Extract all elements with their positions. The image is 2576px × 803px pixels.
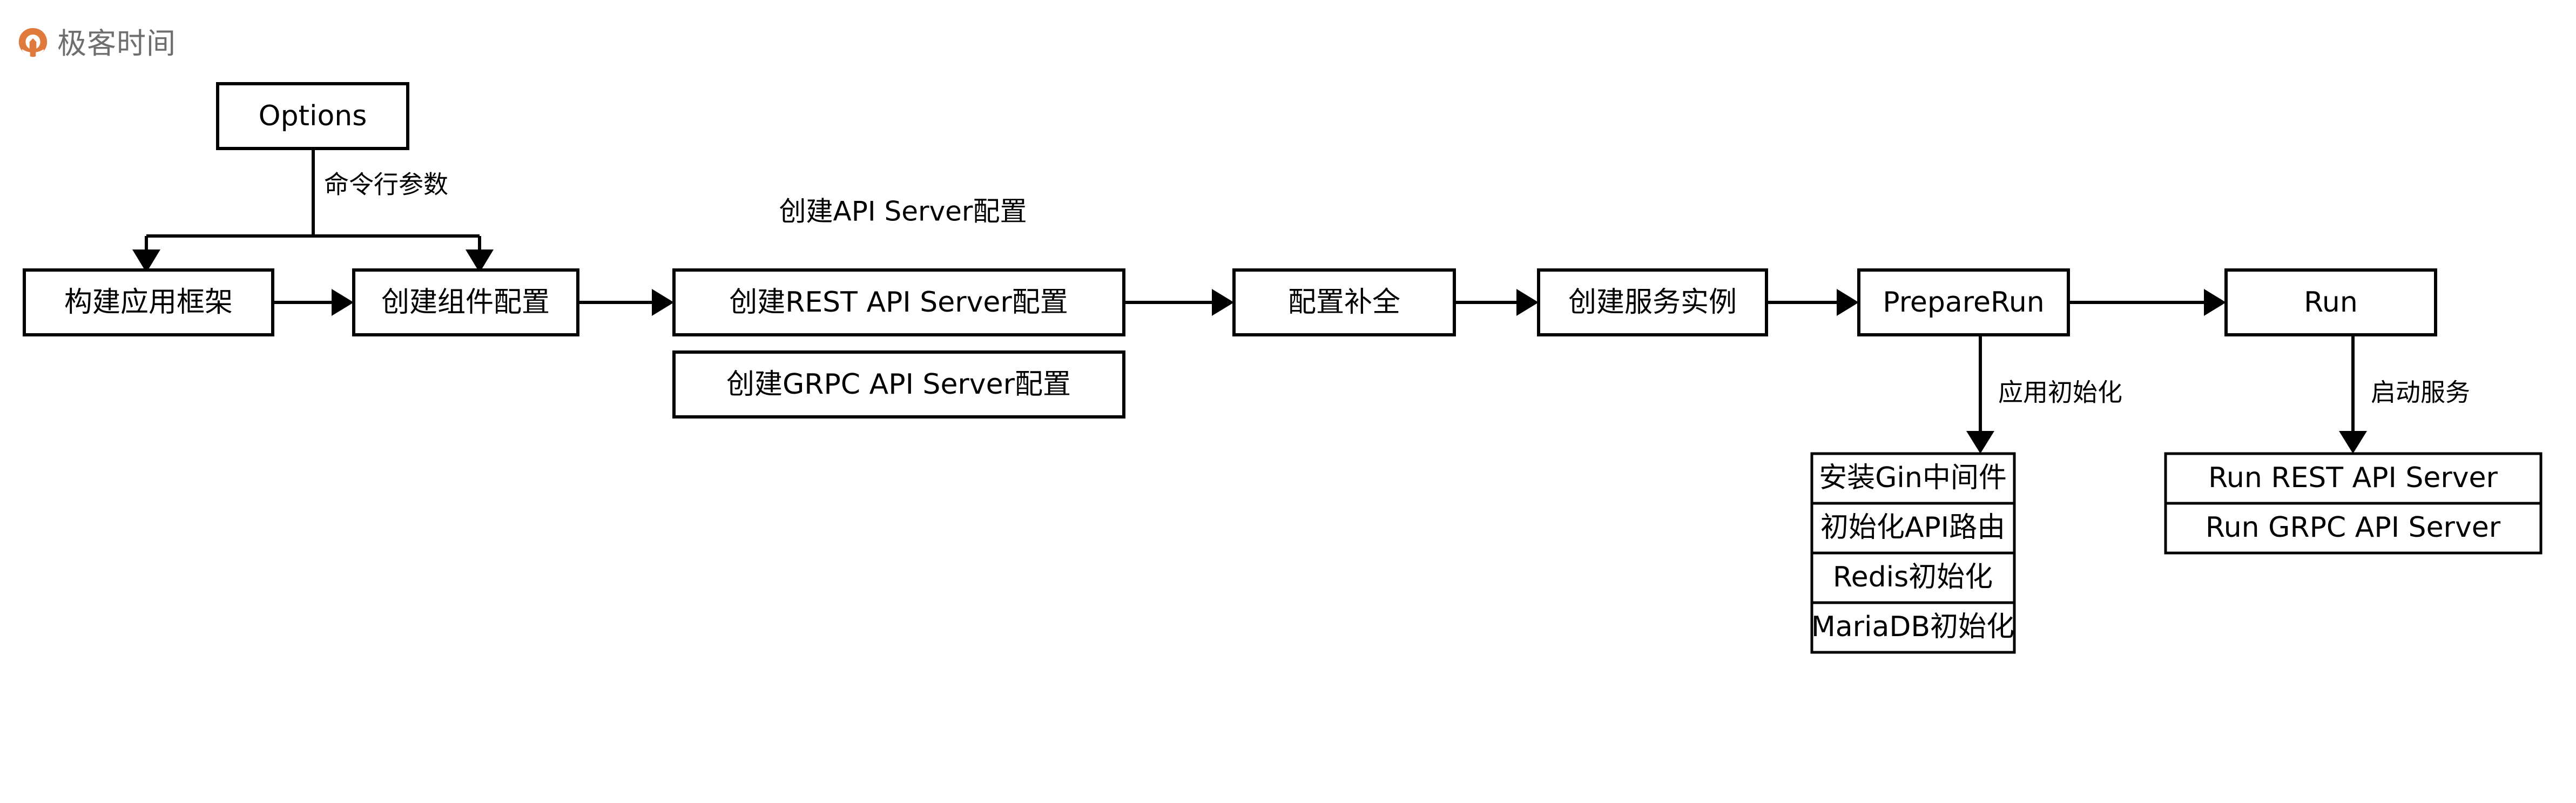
node-options[interactable]: Options (216, 82, 409, 150)
arrowhead-to-build-app-framework (132, 249, 160, 273)
node-install-gin-middleware-label: 安装Gin中间件 (1819, 462, 2007, 494)
edge-label-app-initialization: 应用初始化 (1998, 378, 2122, 407)
node-create-grpc-api-server-config[interactable]: 创建GRPC API Server配置 (672, 350, 1125, 419)
node-redis-init[interactable]: Redis初始化 (1810, 551, 2016, 604)
node-init-api-router[interactable]: 初始化API路由 (1810, 502, 2016, 555)
node-create-service-instance[interactable]: 创建服务实例 (1537, 268, 1768, 336)
geekbang-circle-arrow-icon (18, 28, 48, 57)
edge-label-command-line-args: 命令行参数 (324, 170, 448, 199)
brand-name: 极客时间 (57, 26, 176, 60)
edge-component-to-rest (578, 289, 674, 316)
node-create-component-config-label: 创建组件配置 (381, 286, 550, 319)
node-config-complete-label: 配置补全 (1288, 286, 1400, 319)
node-mariadb-init-label: MariaDB初始化 (1811, 611, 2014, 643)
node-prepare-run-label: PrepareRun (1883, 286, 2044, 319)
node-install-gin-middleware[interactable]: 安装Gin中间件 (1810, 452, 2016, 505)
edge-config-complete-to-service-instance (1454, 289, 1539, 316)
node-create-rest-api-server-config-label: 创建REST API Server配置 (729, 286, 1068, 319)
edge-options-to-branch (132, 149, 494, 273)
arrowhead-to-create-component-config (466, 249, 494, 273)
edge-label-start-service: 启动服务 (2371, 378, 2470, 407)
node-run-rest-api-server[interactable]: Run REST API Server (2164, 452, 2543, 505)
node-prepare-run[interactable]: PrepareRun (1857, 268, 2070, 336)
node-init-api-router-label: 初始化API路由 (1820, 511, 2005, 544)
edge-run-to-substeps (2339, 335, 2367, 454)
group-label-api-server-config: 创建API Server配置 (779, 196, 1027, 227)
node-create-rest-api-server-config[interactable]: 创建REST API Server配置 (672, 268, 1125, 336)
node-mariadb-init[interactable]: MariaDB初始化 (1810, 601, 2016, 654)
node-run-label: Run (2304, 286, 2358, 319)
edge-service-instance-to-prepare-run (1766, 289, 1859, 316)
edge-rest-to-config-complete (1124, 289, 1234, 316)
node-redis-init-label: Redis初始化 (1833, 561, 1993, 593)
node-build-app-framework-label: 构建应用框架 (64, 286, 233, 319)
node-build-app-framework[interactable]: 构建应用框架 (23, 268, 274, 336)
node-config-complete[interactable]: 配置补全 (1232, 268, 1456, 336)
node-run[interactable]: Run (2224, 268, 2437, 336)
node-create-grpc-api-server-config-label: 创建GRPC API Server配置 (726, 368, 1071, 401)
edge-framework-to-component (273, 289, 354, 316)
node-create-component-config[interactable]: 创建组件配置 (352, 268, 579, 336)
node-options-label: Options (259, 100, 367, 132)
edge-prepare-run-to-run (2068, 289, 2226, 316)
node-create-service-instance-label: 创建服务实例 (1568, 286, 1737, 319)
node-run-grpc-api-server[interactable]: Run GRPC API Server (2164, 502, 2543, 555)
node-run-rest-api-server-label: Run REST API Server (2208, 462, 2498, 494)
edge-prepare-run-to-substeps (1966, 335, 1994, 454)
node-run-grpc-api-server-label: Run GRPC API Server (2206, 511, 2501, 544)
brand-logo: 极客时间 (16, 27, 176, 60)
